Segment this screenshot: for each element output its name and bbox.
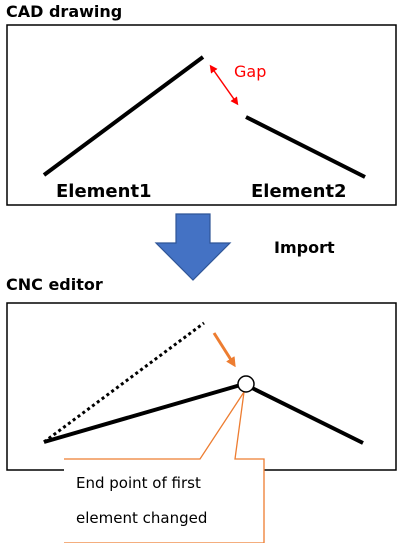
cad-panel-title: CAD drawing — [6, 2, 122, 21]
element2-line — [245, 115, 366, 179]
end-point-marker — [237, 375, 255, 393]
import-arrow-icon — [154, 213, 232, 281]
import-label: Import — [274, 238, 335, 257]
gap-arrow — [209, 64, 239, 106]
gap-label: Gap — [234, 62, 266, 81]
element2-label: Element2 — [251, 181, 347, 202]
element1-line — [42, 55, 205, 177]
move-arrow — [212, 332, 236, 368]
cad-panel-frame — [6, 24, 397, 206]
callout-line2: element changed — [76, 509, 207, 527]
callout-line1: End point of first — [76, 474, 201, 492]
original-element1-dotted-line — [43, 321, 205, 444]
callout-box — [64, 391, 265, 543]
modified-element1-line — [43, 382, 245, 444]
element2-cnc-line — [243, 382, 364, 445]
element1-label: Element1 — [56, 181, 152, 202]
cnc-panel-frame — [6, 302, 397, 471]
cnc-panel-title: CNC editor — [6, 275, 103, 294]
